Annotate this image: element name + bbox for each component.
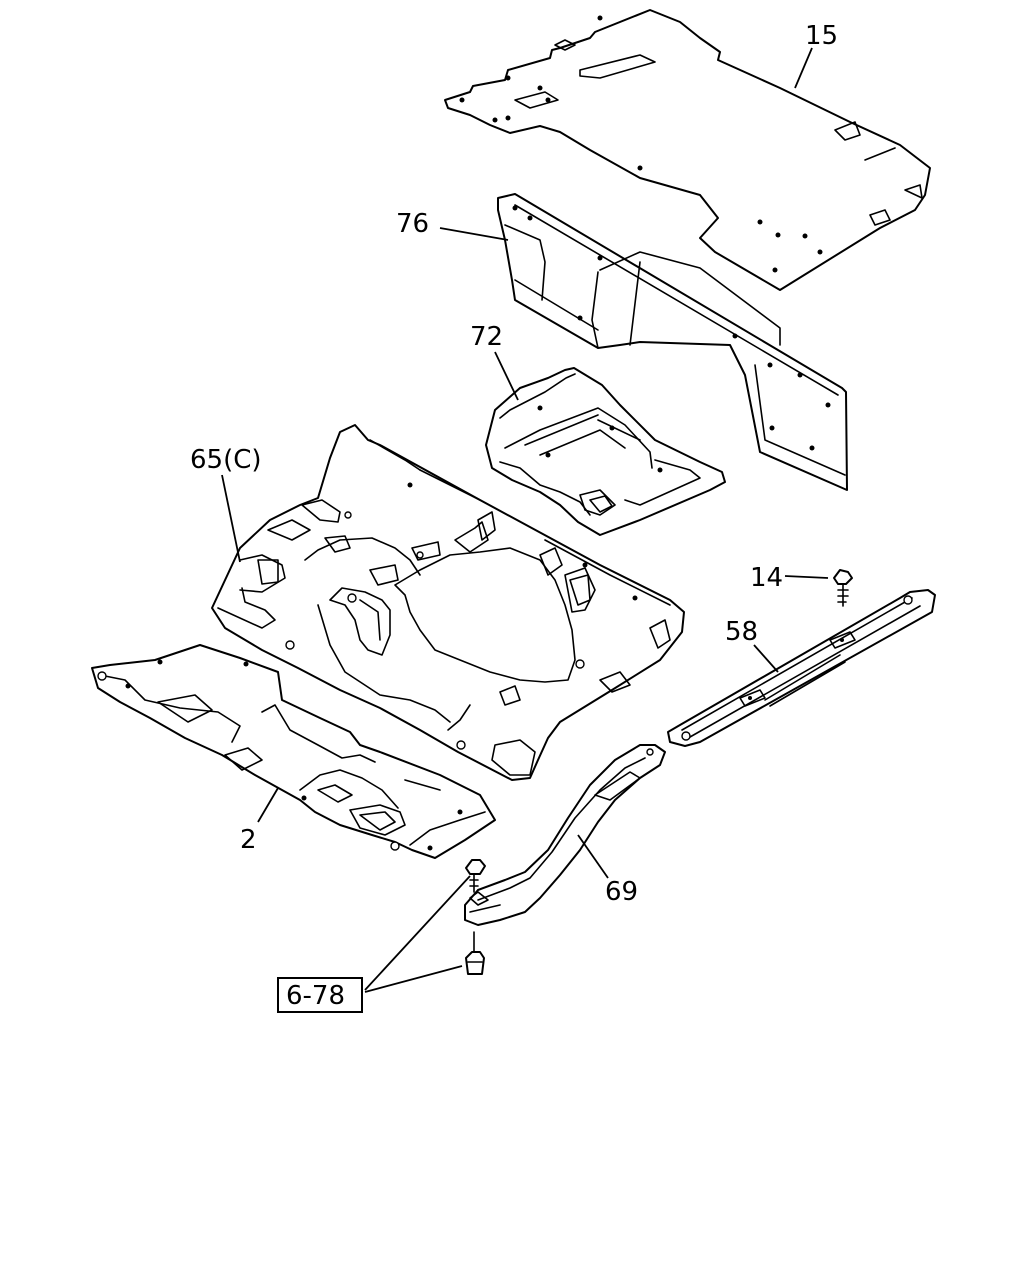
callout-14: 14 [750, 563, 783, 593]
part-15-rear-floor-mat [444, 9, 931, 291]
part-69-kick-plate [464, 744, 666, 926]
part-72-rear-insulator [485, 367, 726, 536]
callout-labels: 15 76 72 65(C) 14 58 2 69 6-78 [190, 21, 838, 1013]
part-76-rear-panel [497, 193, 848, 491]
callout-69: 69 [605, 877, 638, 907]
part-58-sill-plate [667, 589, 936, 747]
callout-2: 2 [240, 825, 257, 855]
callout-76: 76 [396, 209, 429, 239]
callout-65c: 65(C) [190, 445, 262, 475]
part-14-screw [833, 569, 853, 607]
leader-lines [221, 47, 829, 993]
fastener-clip-top [465, 859, 486, 893]
fastener-clip-bottom [465, 931, 485, 975]
callout-58: 58 [725, 617, 758, 647]
reference-box [277, 977, 363, 1013]
callout-15: 15 [805, 21, 838, 51]
part-2-front-insulator [91, 644, 496, 859]
callout-72: 72 [470, 322, 503, 352]
part-65c-floor-carpet [211, 424, 685, 781]
callout-6-78[interactable]: 6-78 [286, 981, 345, 1011]
